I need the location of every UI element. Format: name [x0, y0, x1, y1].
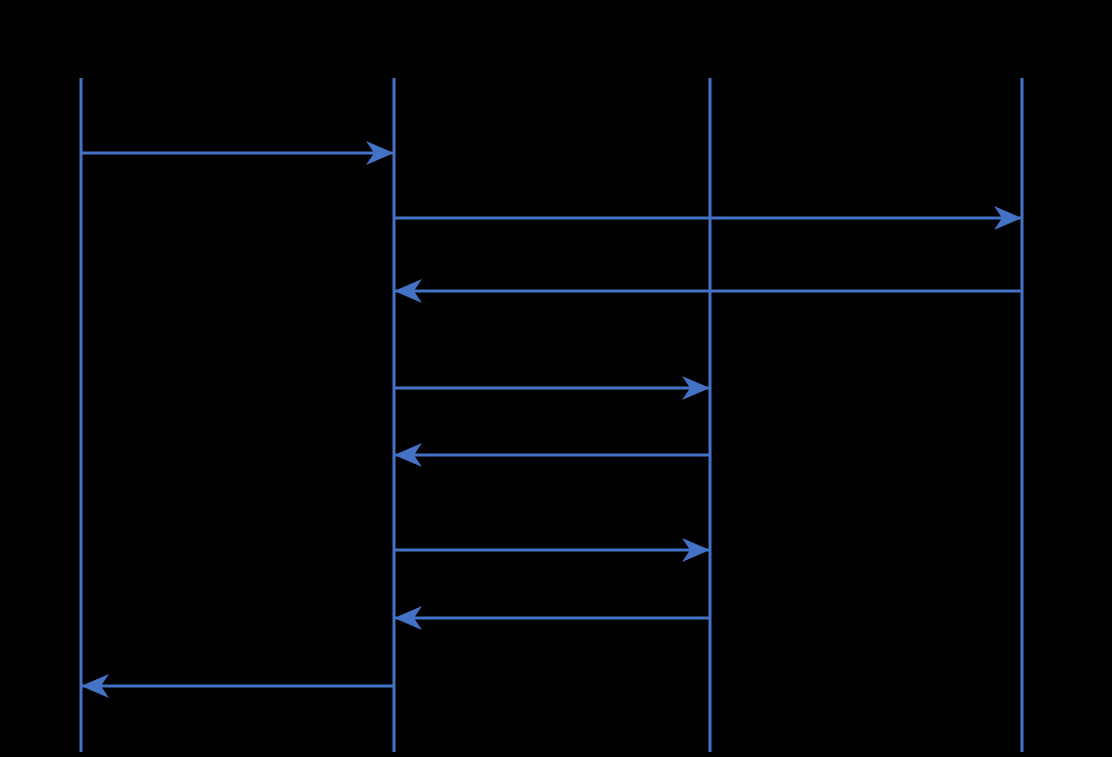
message-1-arrowhead-icon [366, 141, 394, 165]
message-7 [394, 606, 710, 630]
message-7-arrowhead-icon [394, 606, 422, 630]
message-8-arrowhead-icon [81, 674, 109, 698]
message-1 [81, 141, 394, 165]
message-6-arrowhead-icon [682, 538, 710, 562]
message-3-arrowhead-icon [394, 279, 422, 303]
message-4 [394, 376, 710, 400]
message-6 [394, 538, 710, 562]
message-4-arrowhead-icon [682, 376, 710, 400]
message-5-arrowhead-icon [394, 443, 422, 467]
message-2 [394, 206, 1022, 230]
message-3 [394, 279, 1022, 303]
message-8 [81, 674, 394, 698]
message-5 [394, 443, 710, 467]
message-2-arrowhead-icon [994, 206, 1022, 230]
